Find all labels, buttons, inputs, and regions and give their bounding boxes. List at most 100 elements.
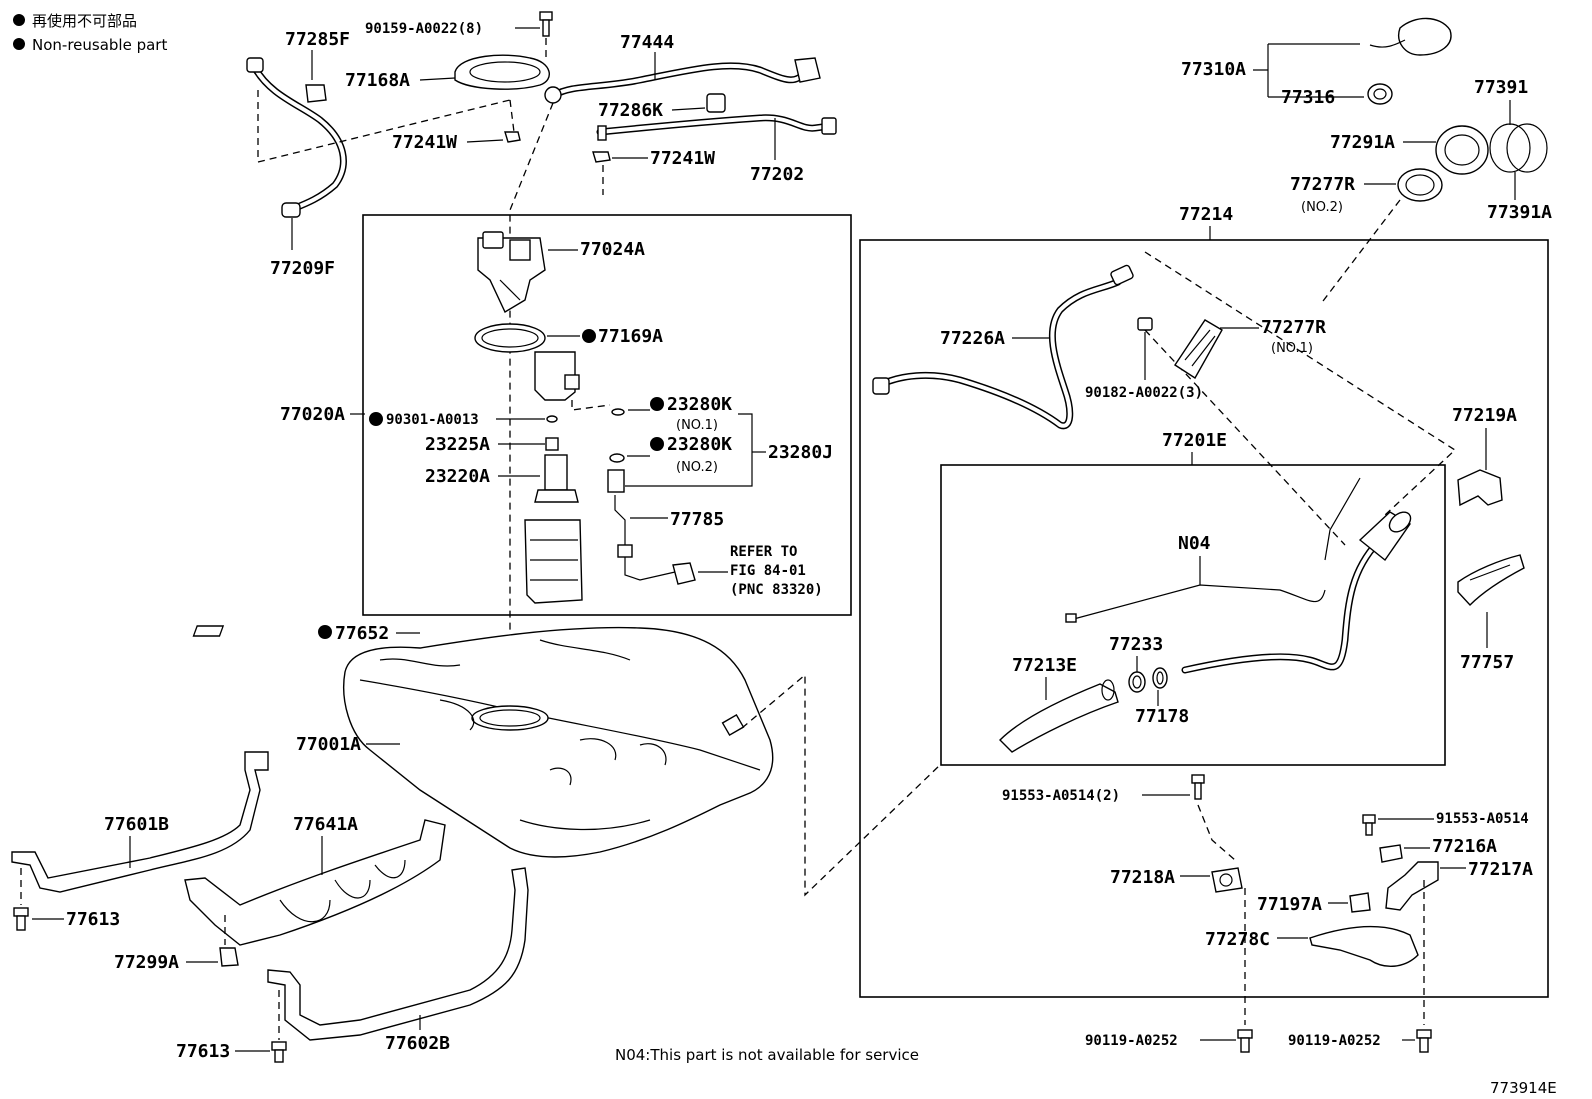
label-91553: 91553-A0514 bbox=[1436, 811, 1529, 827]
protector-77757 bbox=[1457, 554, 1525, 607]
label-91553-2: 91553-A0514(2) bbox=[1002, 788, 1120, 804]
label-77226A: 77226A bbox=[940, 328, 1005, 349]
housing-77291A bbox=[1435, 125, 1489, 175]
clamp-77216A bbox=[1379, 844, 1403, 863]
label-77024A: 77024A bbox=[580, 239, 645, 260]
label-77169A: 77169A bbox=[598, 326, 663, 347]
label-77168A: 77168A bbox=[345, 70, 410, 91]
non-reusable-dot-icon bbox=[13, 14, 25, 26]
fuel-pump-assembly-box bbox=[362, 214, 852, 616]
label-77310A: 77310A bbox=[1181, 59, 1246, 80]
legend-line-en: Non-reusable part bbox=[32, 36, 167, 54]
fuel-pump-23220A bbox=[534, 454, 579, 503]
label-77277R-2: 77277R bbox=[1290, 174, 1355, 195]
fuel-tube-77444 bbox=[544, 57, 821, 104]
label-77278C: 77278C bbox=[1205, 929, 1270, 950]
label-77601B: 77601B bbox=[104, 814, 169, 835]
non-reusable-dot-icon bbox=[13, 38, 25, 50]
label-90159: 90159-A0022(8) bbox=[365, 21, 483, 37]
filler-pipe-assembly-box bbox=[859, 239, 1549, 998]
label-90182: 90182-A0022(3) bbox=[1085, 385, 1203, 401]
label-77201E: 77201E bbox=[1162, 430, 1227, 451]
bolt-91553 bbox=[1362, 814, 1376, 836]
wire-harness-77785 bbox=[614, 495, 633, 558]
fuel-pump-bracket-77024A bbox=[477, 231, 546, 313]
label-77213E: 77213E bbox=[1012, 655, 1077, 676]
label-no2-b: (NO.2) bbox=[1301, 200, 1343, 215]
o-ring-90301 bbox=[546, 415, 558, 423]
retainer-77277R-no1 bbox=[1174, 319, 1223, 379]
bolt-77613-a bbox=[13, 907, 29, 931]
label-refer-1: REFER TO bbox=[730, 544, 797, 560]
label-23280J: 23280J bbox=[768, 442, 833, 463]
label-77391: 77391 bbox=[1474, 77, 1528, 98]
label-77285F: 77285F bbox=[285, 29, 350, 50]
vent-hose-77202 bbox=[596, 114, 837, 141]
clamp-77286K bbox=[706, 93, 726, 113]
label-77316: 77316 bbox=[1281, 87, 1335, 108]
label-77652: 77652 bbox=[335, 623, 389, 644]
label-refer-3: (PNC 83320) bbox=[730, 582, 823, 598]
non-reusable-dot-icon bbox=[650, 397, 664, 411]
label-77241W-b: 77241W bbox=[650, 148, 715, 169]
bolt-90182 bbox=[1137, 317, 1153, 331]
footer-note: N04:This part is not available for servi… bbox=[615, 1046, 919, 1064]
label-77277R-1: 77277R bbox=[1261, 317, 1326, 338]
clip-77241W bbox=[504, 131, 521, 143]
non-reusable-dot-icon bbox=[369, 412, 383, 426]
non-reusable-dot-icon bbox=[582, 329, 596, 343]
label-77785: 77785 bbox=[670, 509, 724, 530]
label-90119-a: 90119-A0252 bbox=[1085, 1033, 1178, 1049]
label-77391A: 77391A bbox=[1487, 202, 1552, 223]
fuel-sender-cup bbox=[524, 519, 583, 604]
hose-77213E bbox=[999, 679, 1119, 753]
label-23280K-1: 23280K bbox=[667, 394, 732, 415]
protector-77278C bbox=[1309, 926, 1419, 967]
label-23280K-2: 23280K bbox=[667, 434, 732, 455]
non-reusable-dot-icon bbox=[318, 625, 332, 639]
label-77233: 77233 bbox=[1109, 634, 1163, 655]
strap-77602B bbox=[267, 867, 529, 1041]
label-77602B: 77602B bbox=[385, 1033, 450, 1054]
cover-77219A bbox=[1457, 469, 1503, 507]
label-77214: 77214 bbox=[1179, 204, 1233, 225]
label-plate-77652 bbox=[192, 625, 225, 637]
label-77241W-a: 77241W bbox=[392, 132, 457, 153]
strap-77601B bbox=[11, 751, 269, 893]
label-no1-b: (NO.1) bbox=[1271, 341, 1313, 356]
clamp-77233 bbox=[1128, 671, 1146, 693]
label-77217A: 77217A bbox=[1468, 859, 1533, 880]
label-77444: 77444 bbox=[620, 32, 674, 53]
breather-tube-77226A bbox=[872, 264, 1134, 430]
bolt-90119-b bbox=[1416, 1029, 1432, 1053]
label-no1-a: (NO.1) bbox=[676, 418, 718, 433]
clip-77299A bbox=[219, 947, 239, 967]
label-77197A: 77197A bbox=[1257, 894, 1322, 915]
seal-77391 bbox=[1489, 123, 1548, 173]
label-90119-b: 90119-A0252 bbox=[1288, 1033, 1381, 1049]
pressure-regulator bbox=[607, 469, 625, 493]
clamp-77178 bbox=[1152, 667, 1168, 689]
filler-pipe-77201E bbox=[1181, 477, 1412, 674]
breather-line-N04 bbox=[1065, 584, 1326, 623]
bracket-77217A bbox=[1385, 861, 1439, 911]
label-77613-a: 77613 bbox=[66, 909, 120, 930]
legend-line-jp: 再使用不可部品 bbox=[32, 12, 137, 30]
fuel-filter-housing bbox=[534, 351, 580, 401]
label-77286K: 77286K bbox=[598, 100, 663, 121]
label-77613-b: 77613 bbox=[176, 1041, 230, 1062]
clip-77241W-lower bbox=[592, 151, 611, 163]
fuel-cap-77310A bbox=[1369, 17, 1452, 56]
bolt-91553-2 bbox=[1191, 774, 1205, 800]
clamp-77285F bbox=[305, 84, 327, 103]
breather-tube-77209F bbox=[246, 57, 347, 218]
label-refer-2: FIG 84-01 bbox=[730, 563, 806, 579]
label-77641A: 77641A bbox=[293, 814, 358, 835]
clamp-77218A bbox=[1211, 867, 1243, 893]
spacer-23225A bbox=[545, 437, 559, 451]
label-23225A: 23225A bbox=[425, 434, 490, 455]
bolt-90159 bbox=[539, 11, 553, 37]
label-23220A: 23220A bbox=[425, 466, 490, 487]
connector-ref bbox=[624, 557, 696, 585]
